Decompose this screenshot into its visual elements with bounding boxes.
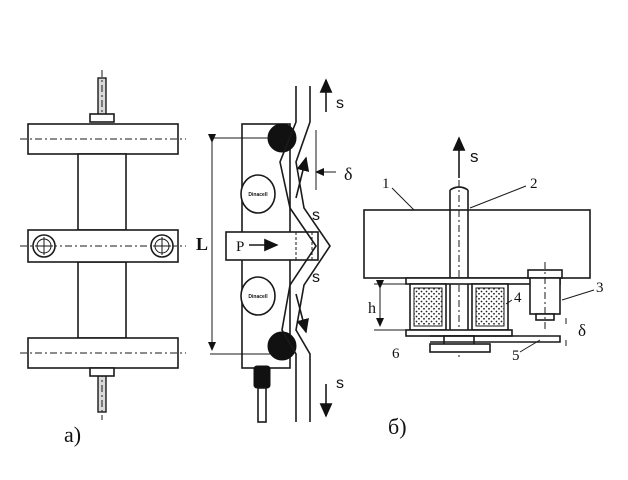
upper-column bbox=[77, 153, 127, 231]
s-label-mid-lower: s bbox=[312, 269, 320, 286]
label-P: P bbox=[236, 239, 244, 255]
fig-a-side-view: Dinacell Dinacell P δ s s s s bbox=[196, 78, 352, 423]
callout-6: 6 bbox=[392, 346, 400, 362]
fig-b-caption: б) bbox=[388, 414, 407, 439]
fig-a-front-view bbox=[20, 70, 186, 420]
label-L: L bbox=[196, 234, 208, 254]
callout-4: 4 bbox=[514, 290, 522, 306]
delta-label-a: δ bbox=[344, 164, 352, 184]
label-h: h bbox=[368, 300, 376, 317]
damper-block-left bbox=[413, 287, 443, 327]
beam-section bbox=[363, 209, 591, 279]
piston-housing bbox=[225, 231, 319, 261]
callout-5: 5 bbox=[512, 348, 520, 364]
bottom-nut bbox=[89, 367, 115, 377]
upper-load-cell: Dinacell bbox=[240, 174, 276, 214]
s-label-mid-upper: s bbox=[312, 207, 320, 224]
s-label-top-a: s bbox=[336, 95, 344, 112]
callout-3: 3 bbox=[596, 280, 604, 296]
lower-column bbox=[77, 261, 127, 339]
brand-label-upper: Dinacell bbox=[248, 192, 268, 198]
lower-load-cell: Dinacell bbox=[240, 276, 276, 316]
right-bolt-icon bbox=[150, 234, 174, 258]
fig-b-section-view: s δ h bbox=[363, 136, 595, 360]
callout-1: 1 bbox=[382, 176, 390, 192]
upper-roller bbox=[267, 123, 297, 153]
top-nut bbox=[89, 113, 115, 123]
lower-roller bbox=[267, 331, 297, 361]
wire-right-edge bbox=[295, 86, 331, 422]
s-label-top-b: s bbox=[470, 147, 479, 166]
left-bolt-icon bbox=[32, 234, 56, 258]
wire-left-edge bbox=[279, 86, 317, 422]
brand-label-lower: Dinacell bbox=[248, 294, 268, 300]
callout-2: 2 bbox=[530, 176, 538, 192]
delta-label-b: δ bbox=[578, 321, 586, 340]
fig-a-caption: а) bbox=[64, 422, 81, 447]
damper-block-right bbox=[475, 287, 505, 327]
knob-shaft bbox=[257, 387, 267, 423]
adjustment-knob bbox=[253, 365, 271, 389]
s-label-bottom-a: s bbox=[336, 375, 344, 392]
